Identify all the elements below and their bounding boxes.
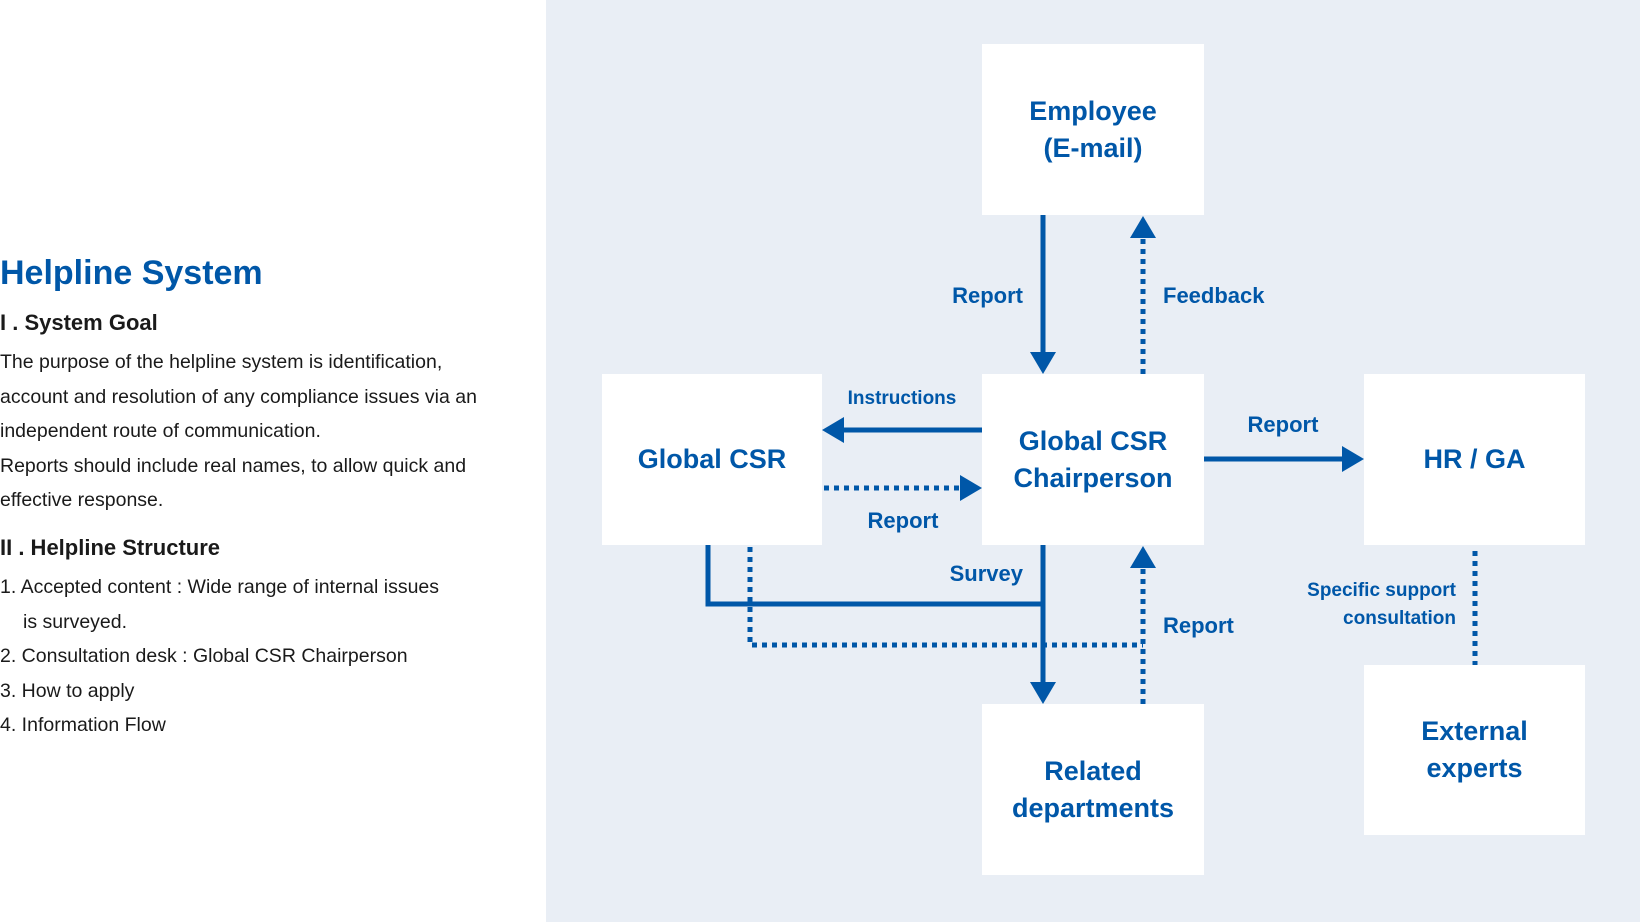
arrowhead-icon (1130, 546, 1156, 568)
page-title: Helpline System (0, 254, 263, 292)
related-report-dotted-line (747, 547, 1143, 648)
node-external-experts: External experts (1364, 665, 1585, 835)
node-label: Related (1044, 755, 1142, 786)
list-item: is surveyed. (23, 610, 128, 633)
node-employee: Employee (E-mail) (982, 44, 1204, 215)
node-label: External (1421, 716, 1528, 746)
list-item: 1. Accepted content : Wide range of inte… (0, 576, 440, 598)
label-feedback: Feedback (1163, 283, 1265, 308)
text-line: independent route of communication. (0, 420, 321, 442)
node-label: HR / GA (1423, 444, 1526, 474)
arrowhead-icon (960, 475, 982, 501)
text-line: effective response. (0, 489, 164, 511)
node-label: Global CSR (1018, 425, 1168, 456)
text-line: The purpose of the helpline system is id… (0, 351, 443, 373)
list-item: 2. Consultation desk : Global CSR Chairp… (0, 645, 408, 667)
label-related-report: Report (1163, 613, 1235, 638)
label-specific-support: Specific support (1307, 580, 1457, 601)
node-label: experts (1426, 753, 1523, 783)
label-instructions: Instructions (848, 388, 957, 409)
node-label: Chairperson (1013, 462, 1173, 493)
list-item: 3. How to apply (0, 679, 135, 702)
arrowhead-icon (1030, 352, 1056, 374)
text-line: Reports should include real names, to al… (0, 454, 467, 477)
section-heading-helpline-structure: II . Helpline Structure (0, 535, 221, 560)
arrowhead-icon (1030, 682, 1056, 704)
node-label: Employee (1029, 95, 1157, 126)
node-label: (E-mail) (1043, 132, 1143, 163)
description-column: Helpline System I . System Goal The purp… (0, 0, 546, 922)
helpline-structure-list: 1. Accepted content : Wide range of inte… (0, 570, 439, 743)
survey-line (705, 545, 1043, 607)
arrowhead-icon (822, 417, 844, 443)
node-label: departments (1011, 792, 1175, 823)
label-hr-report: Report (1248, 412, 1320, 437)
node-global-csr-chairperson: Global CSR Chairperson (982, 374, 1204, 545)
system-goal-text: The purpose of the helpline system is id… (0, 345, 477, 518)
label-consultation: consultation (1343, 608, 1456, 629)
arrowhead-icon (1342, 446, 1364, 472)
node-global-csr: Global CSR (602, 374, 822, 545)
section-heading-system-goal: I . System Goal (0, 310, 158, 335)
arrowhead-icon (1130, 216, 1156, 238)
label-csr-report: Report (868, 508, 940, 533)
text-line: account and resolution of any compliance… (0, 385, 477, 408)
node-hr-ga: HR / GA (1364, 374, 1585, 545)
node-related-departments: Related departments (982, 704, 1204, 875)
list-item: 4. Information Flow (0, 714, 166, 736)
node-label: Global CSR (637, 444, 787, 474)
label-survey: Survey (950, 561, 1024, 586)
label-employee-report: Report (952, 283, 1024, 308)
